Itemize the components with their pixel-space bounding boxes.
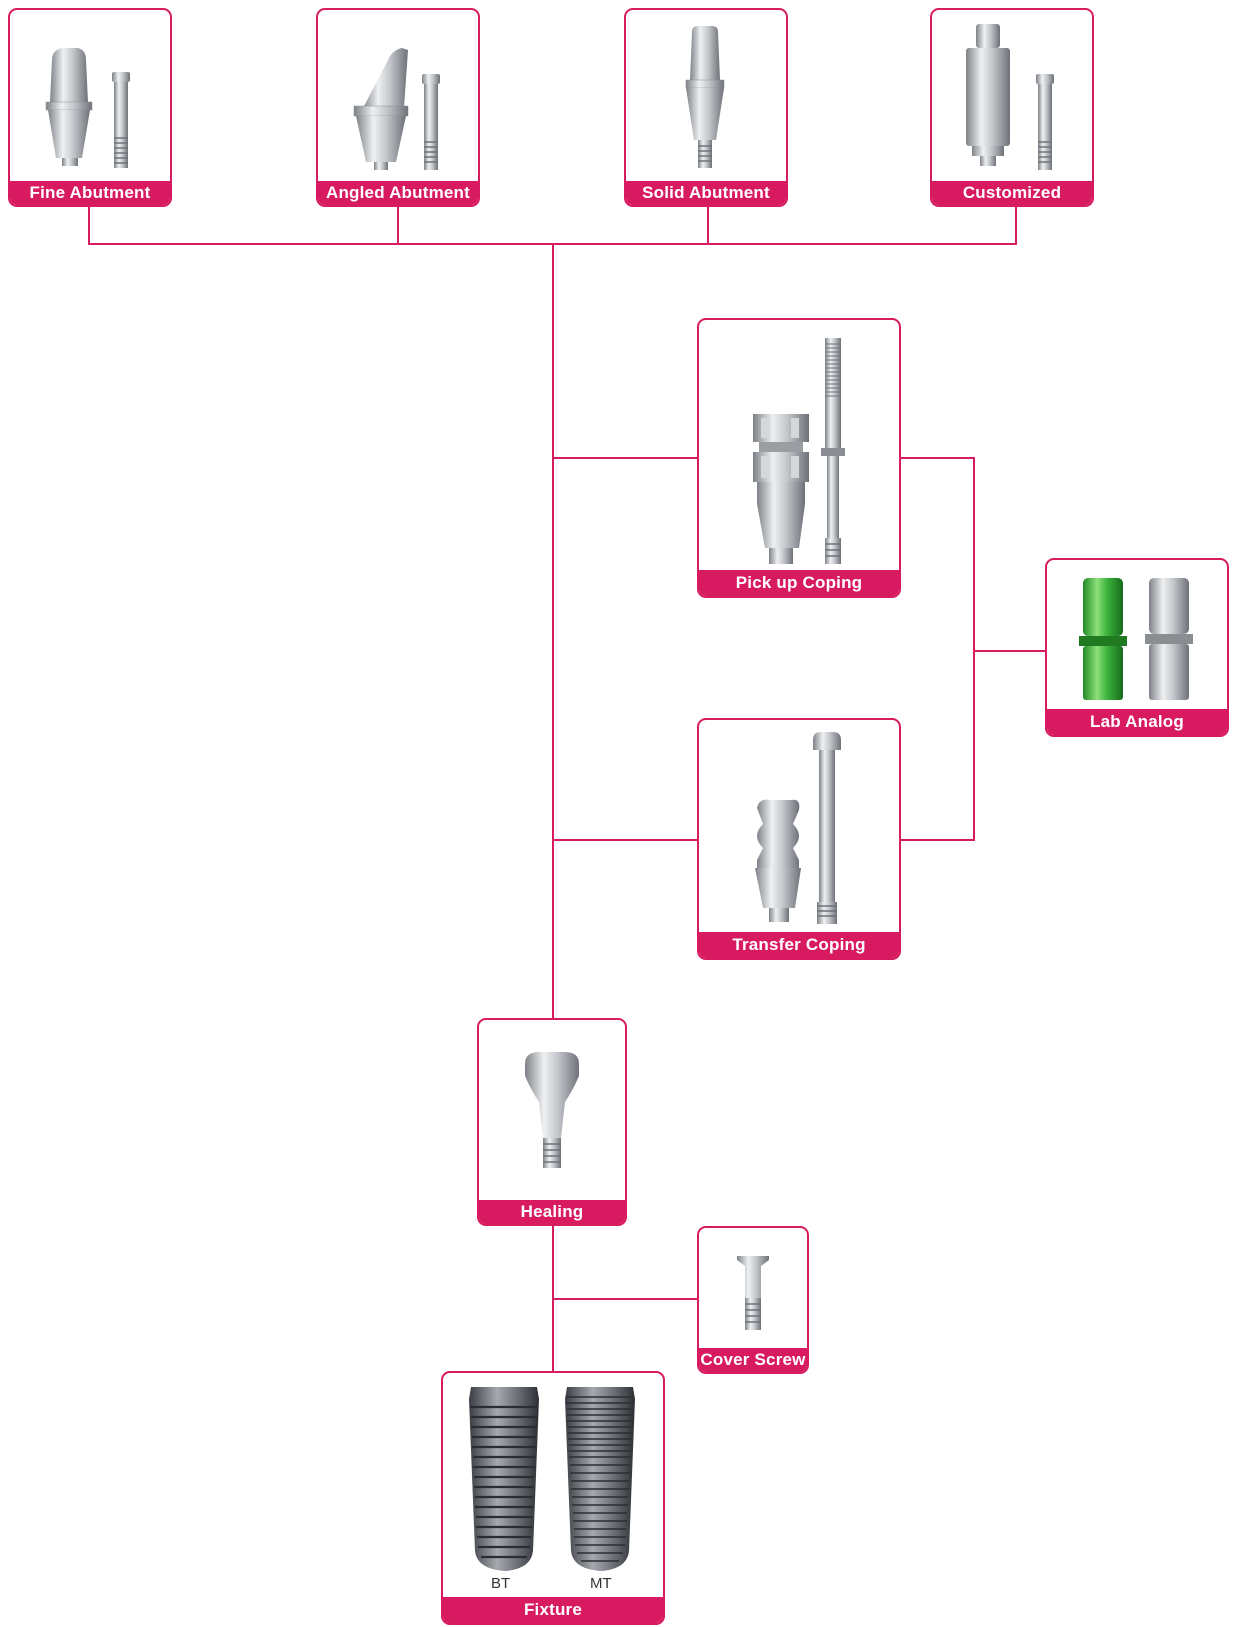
healing-abutment-image [525, 1052, 579, 1168]
fixture-mt-label: MT [590, 1575, 612, 1592]
pick-up-coping-card: Pick up Coping [697, 318, 901, 598]
cover-screw-card: Cover Screw [697, 1226, 809, 1374]
fine-abutment-label: Fine Abutment [10, 181, 170, 205]
fine-abutment-image [45, 48, 130, 168]
lab-analog-image [1079, 578, 1193, 700]
pick-up-coping-image [753, 338, 845, 564]
pick-up-coping-label: Pick up Coping [699, 570, 899, 596]
fixture-image [469, 1387, 635, 1571]
angled-abutment-card: Angled Abutment [316, 8, 480, 207]
transfer-coping-image [755, 732, 841, 924]
angled-abutment-label: Angled Abutment [318, 181, 478, 205]
solid-abutment-label: Solid Abutment [626, 181, 786, 205]
lab-analog-label: Lab Analog [1047, 709, 1227, 735]
cover-screw-label: Cover Screw [699, 1348, 807, 1372]
healing-abutment-label: Healing Abutment [479, 1200, 625, 1224]
solid-abutment-image [685, 26, 725, 168]
solid-abutment-card: Solid Abutment [624, 8, 788, 207]
angled-abutment-image [353, 48, 440, 170]
fixture-bt-label: BT [491, 1575, 511, 1592]
customized-label: Customized [932, 181, 1092, 205]
fixture-card: BT MT Fixture [441, 1371, 665, 1625]
healing-abutment-card: Healing Abutment [477, 1018, 627, 1226]
fine-abutment-card: Fine Abutment [8, 8, 172, 207]
transfer-coping-card: Transfer Coping [697, 718, 901, 960]
lab-analog-card: Lab Analog [1045, 558, 1229, 737]
fixture-label: Fixture [443, 1597, 663, 1623]
customized-card: Customized [930, 8, 1094, 207]
transfer-coping-label: Transfer Coping [699, 932, 899, 958]
customized-image [966, 24, 1054, 170]
cover-screw-image [737, 1256, 769, 1330]
